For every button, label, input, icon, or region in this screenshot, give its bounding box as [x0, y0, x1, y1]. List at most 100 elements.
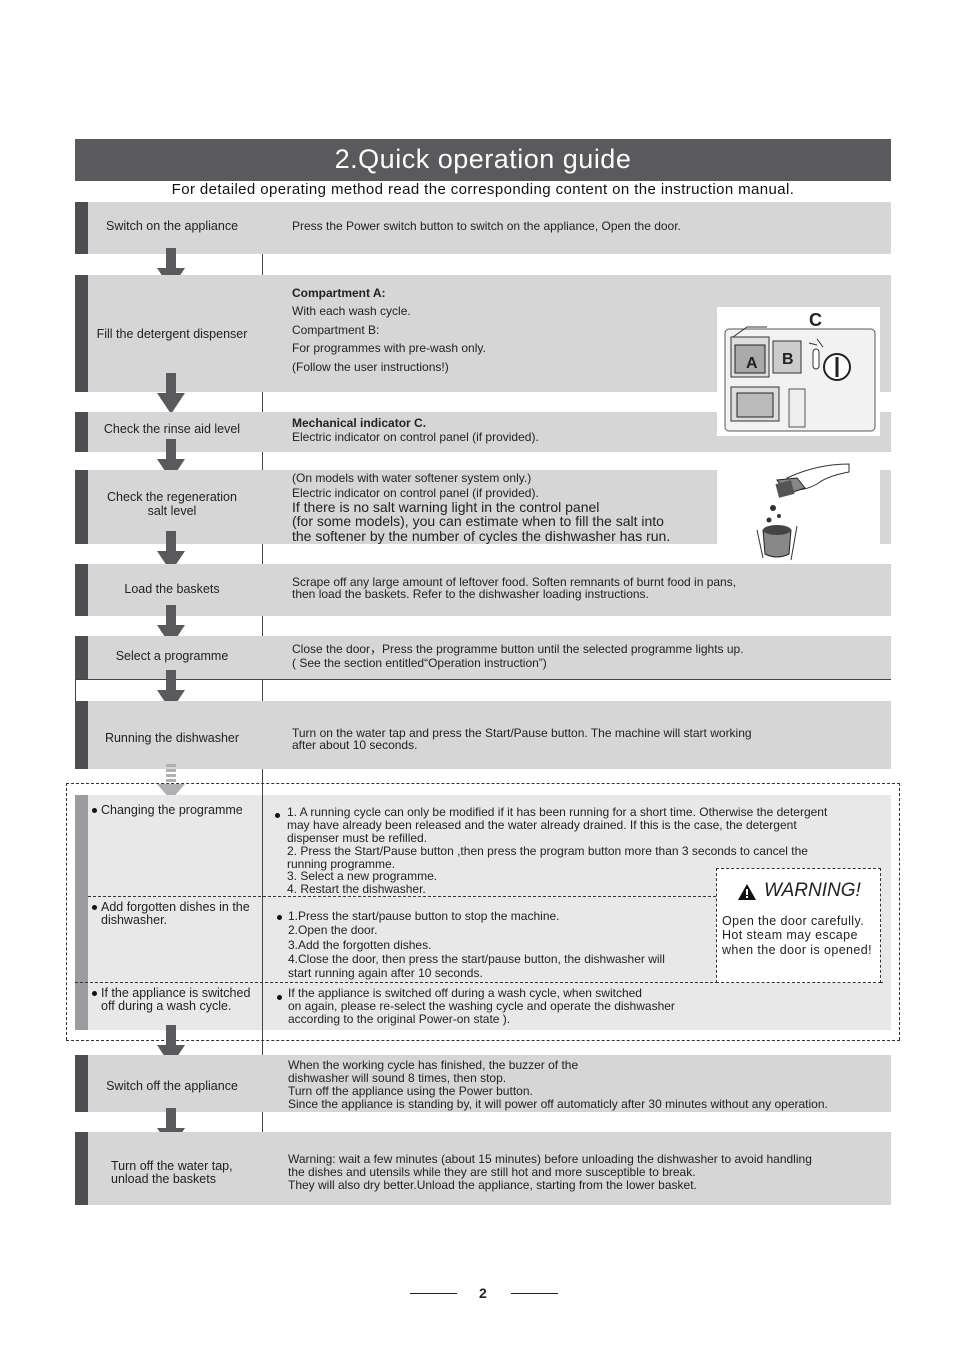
- warning-box: WARNING! Open the door carefully. Hot st…: [716, 868, 881, 983]
- optional-label-text: off during a wash cycle.: [101, 999, 232, 1013]
- step-label-line2: unload the baskets: [111, 1172, 216, 1186]
- optional-label-text: Add forgotten dishes in the: [101, 900, 250, 914]
- select-line1: Close the door，Press the programme butto…: [292, 642, 744, 656]
- step-label: Load the baskets: [124, 582, 220, 596]
- band-end: [880, 470, 891, 544]
- select-line2: ( See the section entitled“Operation ins…: [292, 656, 547, 670]
- changing-line: running programme.: [287, 857, 396, 871]
- page-subtitle: For detailed operating method read the c…: [171, 181, 795, 198]
- figure-label-c: C: [809, 310, 822, 330]
- step-row-load: [75, 564, 891, 616]
- compartment-b-title: Compartment B:: [292, 323, 380, 337]
- page-number-rule-left: [410, 1293, 457, 1294]
- step-label: Select a programme: [115, 649, 229, 663]
- step-row-water-tap: [75, 1132, 891, 1205]
- bullet-icon: [277, 989, 286, 1007]
- step-label: Check the rinse aid level: [103, 422, 241, 436]
- step-row-rinse-aid: [75, 412, 717, 452]
- page-number-rule-right: [511, 1293, 558, 1294]
- step-row-switch-off: [75, 1055, 891, 1112]
- step-label-line2: salt level: [147, 504, 197, 518]
- running-line2: after about 10 seconds.: [292, 738, 418, 752]
- bullet-icon: [277, 909, 286, 927]
- page-title: 2.Quick operation guide: [75, 139, 891, 181]
- row-accent: [75, 412, 88, 452]
- changing-line: 1. A running cycle can only be modified …: [287, 805, 828, 819]
- load-line2: then load the baskets. Refer to the dish…: [292, 587, 649, 601]
- row-accent: [75, 564, 88, 616]
- forgotten-line: 2.Open the door.: [288, 923, 378, 937]
- warning-line: when the door is opened!: [722, 943, 872, 957]
- step-label: Fill the detergent dispenser: [96, 327, 248, 341]
- step-label: Switch on the appliance: [105, 219, 239, 233]
- switched-off-line: on again, please re-select the washing c…: [288, 999, 675, 1013]
- changing-line: 4. Restart the dishwasher.: [287, 882, 426, 896]
- changing-line: dispenser must be refilled.: [287, 831, 428, 845]
- bullet-icon: [92, 905, 97, 911]
- down-arrow-icon: [157, 373, 185, 414]
- optional-label-text: Changing the programme: [101, 803, 243, 817]
- changing-line: may have already been released and the w…: [287, 818, 797, 832]
- optional-label-text: dishwasher.: [101, 913, 168, 927]
- warning-icon: [738, 884, 756, 900]
- step-row-salt: [75, 470, 717, 544]
- changing-line: 3. Select a new programme.: [287, 869, 438, 883]
- band-end: [880, 412, 891, 452]
- figure-label-a: A: [746, 355, 758, 372]
- step-text: Press the Power switch button to switch …: [292, 219, 681, 233]
- switch-off-line: Since the appliance is standing by, it w…: [288, 1097, 828, 1111]
- salt-line3: If there is no salt warning light in the…: [292, 499, 600, 515]
- salt-figure: [717, 460, 880, 570]
- load-line1: Scrape off any large amount of leftover …: [292, 575, 737, 589]
- bullet-icon: [92, 991, 97, 997]
- optional-box-left: [66, 783, 67, 1040]
- page-number: 2: [479, 1285, 487, 1301]
- step-row-select: [75, 636, 891, 679]
- salt-line4: (for some models), you can estimate when…: [292, 513, 664, 529]
- switched-off-line: If the appliance is switched off during …: [288, 986, 642, 1000]
- switched-off-line: according to the original Power-on state…: [288, 1012, 511, 1026]
- forgotten-line: 4.Close the door, then press the start/p…: [288, 952, 665, 966]
- water-tap-line: They will also dry better.Unload the app…: [288, 1178, 697, 1192]
- salt-line2: Electric indicator on control panel (if …: [292, 486, 539, 500]
- salt-line5: the softener by the number of cycles the…: [292, 528, 671, 544]
- row-accent: [75, 202, 88, 254]
- warning-line: Open the door carefully.: [722, 914, 865, 928]
- down-arrow-icon: [157, 605, 185, 646]
- changing-line: 2. Press the Start/Pause button ,then pr…: [287, 844, 808, 858]
- optional-row-divider: [88, 896, 716, 897]
- optional-label-forgotten: Add forgotten dishes in the: [92, 901, 250, 914]
- step-label: Running the dishwasher: [104, 731, 240, 745]
- down-arrow-icon: [157, 531, 185, 572]
- step-label-line1: Check the regeneration: [107, 490, 237, 504]
- switch-off-line: Turn off the appliance using the Power b…: [288, 1084, 533, 1098]
- row-accent: [75, 701, 88, 769]
- bullet-icon: [92, 808, 97, 814]
- optional-box-top: [66, 783, 900, 784]
- forgotten-line: 1.Press the start/pause button to stop t…: [288, 909, 560, 923]
- optional-label-switched-off: If the appliance is switched: [92, 987, 250, 1000]
- forgotten-line: 3.Add the forgotten dishes.: [288, 938, 432, 952]
- water-tap-line: the dishes and utensils while they are s…: [288, 1165, 696, 1179]
- optional-accent: [75, 795, 88, 1030]
- row-accent: [75, 636, 88, 679]
- forgotten-line: start running again after 10 seconds.: [288, 966, 483, 980]
- row-accent: [75, 1132, 88, 1205]
- switch-off-line: When the working cycle has finished, the…: [288, 1058, 579, 1072]
- compartment-a-title: Compartment A:: [292, 286, 386, 300]
- optional-label-changing: Changing the programme: [92, 804, 243, 817]
- row-divider: [75, 679, 891, 680]
- row-divider-left: [75, 679, 76, 701]
- optional-box-right: [899, 783, 900, 1040]
- optional-box-bottom: [66, 1040, 900, 1041]
- bullet-icon: [275, 807, 284, 825]
- row-accent: [75, 1055, 88, 1112]
- down-arrow-light-icon: [157, 764, 185, 800]
- down-arrow-icon: [157, 439, 185, 480]
- step-row-running: [75, 701, 891, 769]
- switch-off-line: dishwasher will sound 8 times, then stop…: [288, 1071, 507, 1085]
- figure-label-b: B: [782, 351, 794, 368]
- dispenser-illustration: [724, 326, 876, 432]
- row-accent: [75, 470, 88, 544]
- detergent-note: (Follow the user instructions!): [292, 360, 449, 374]
